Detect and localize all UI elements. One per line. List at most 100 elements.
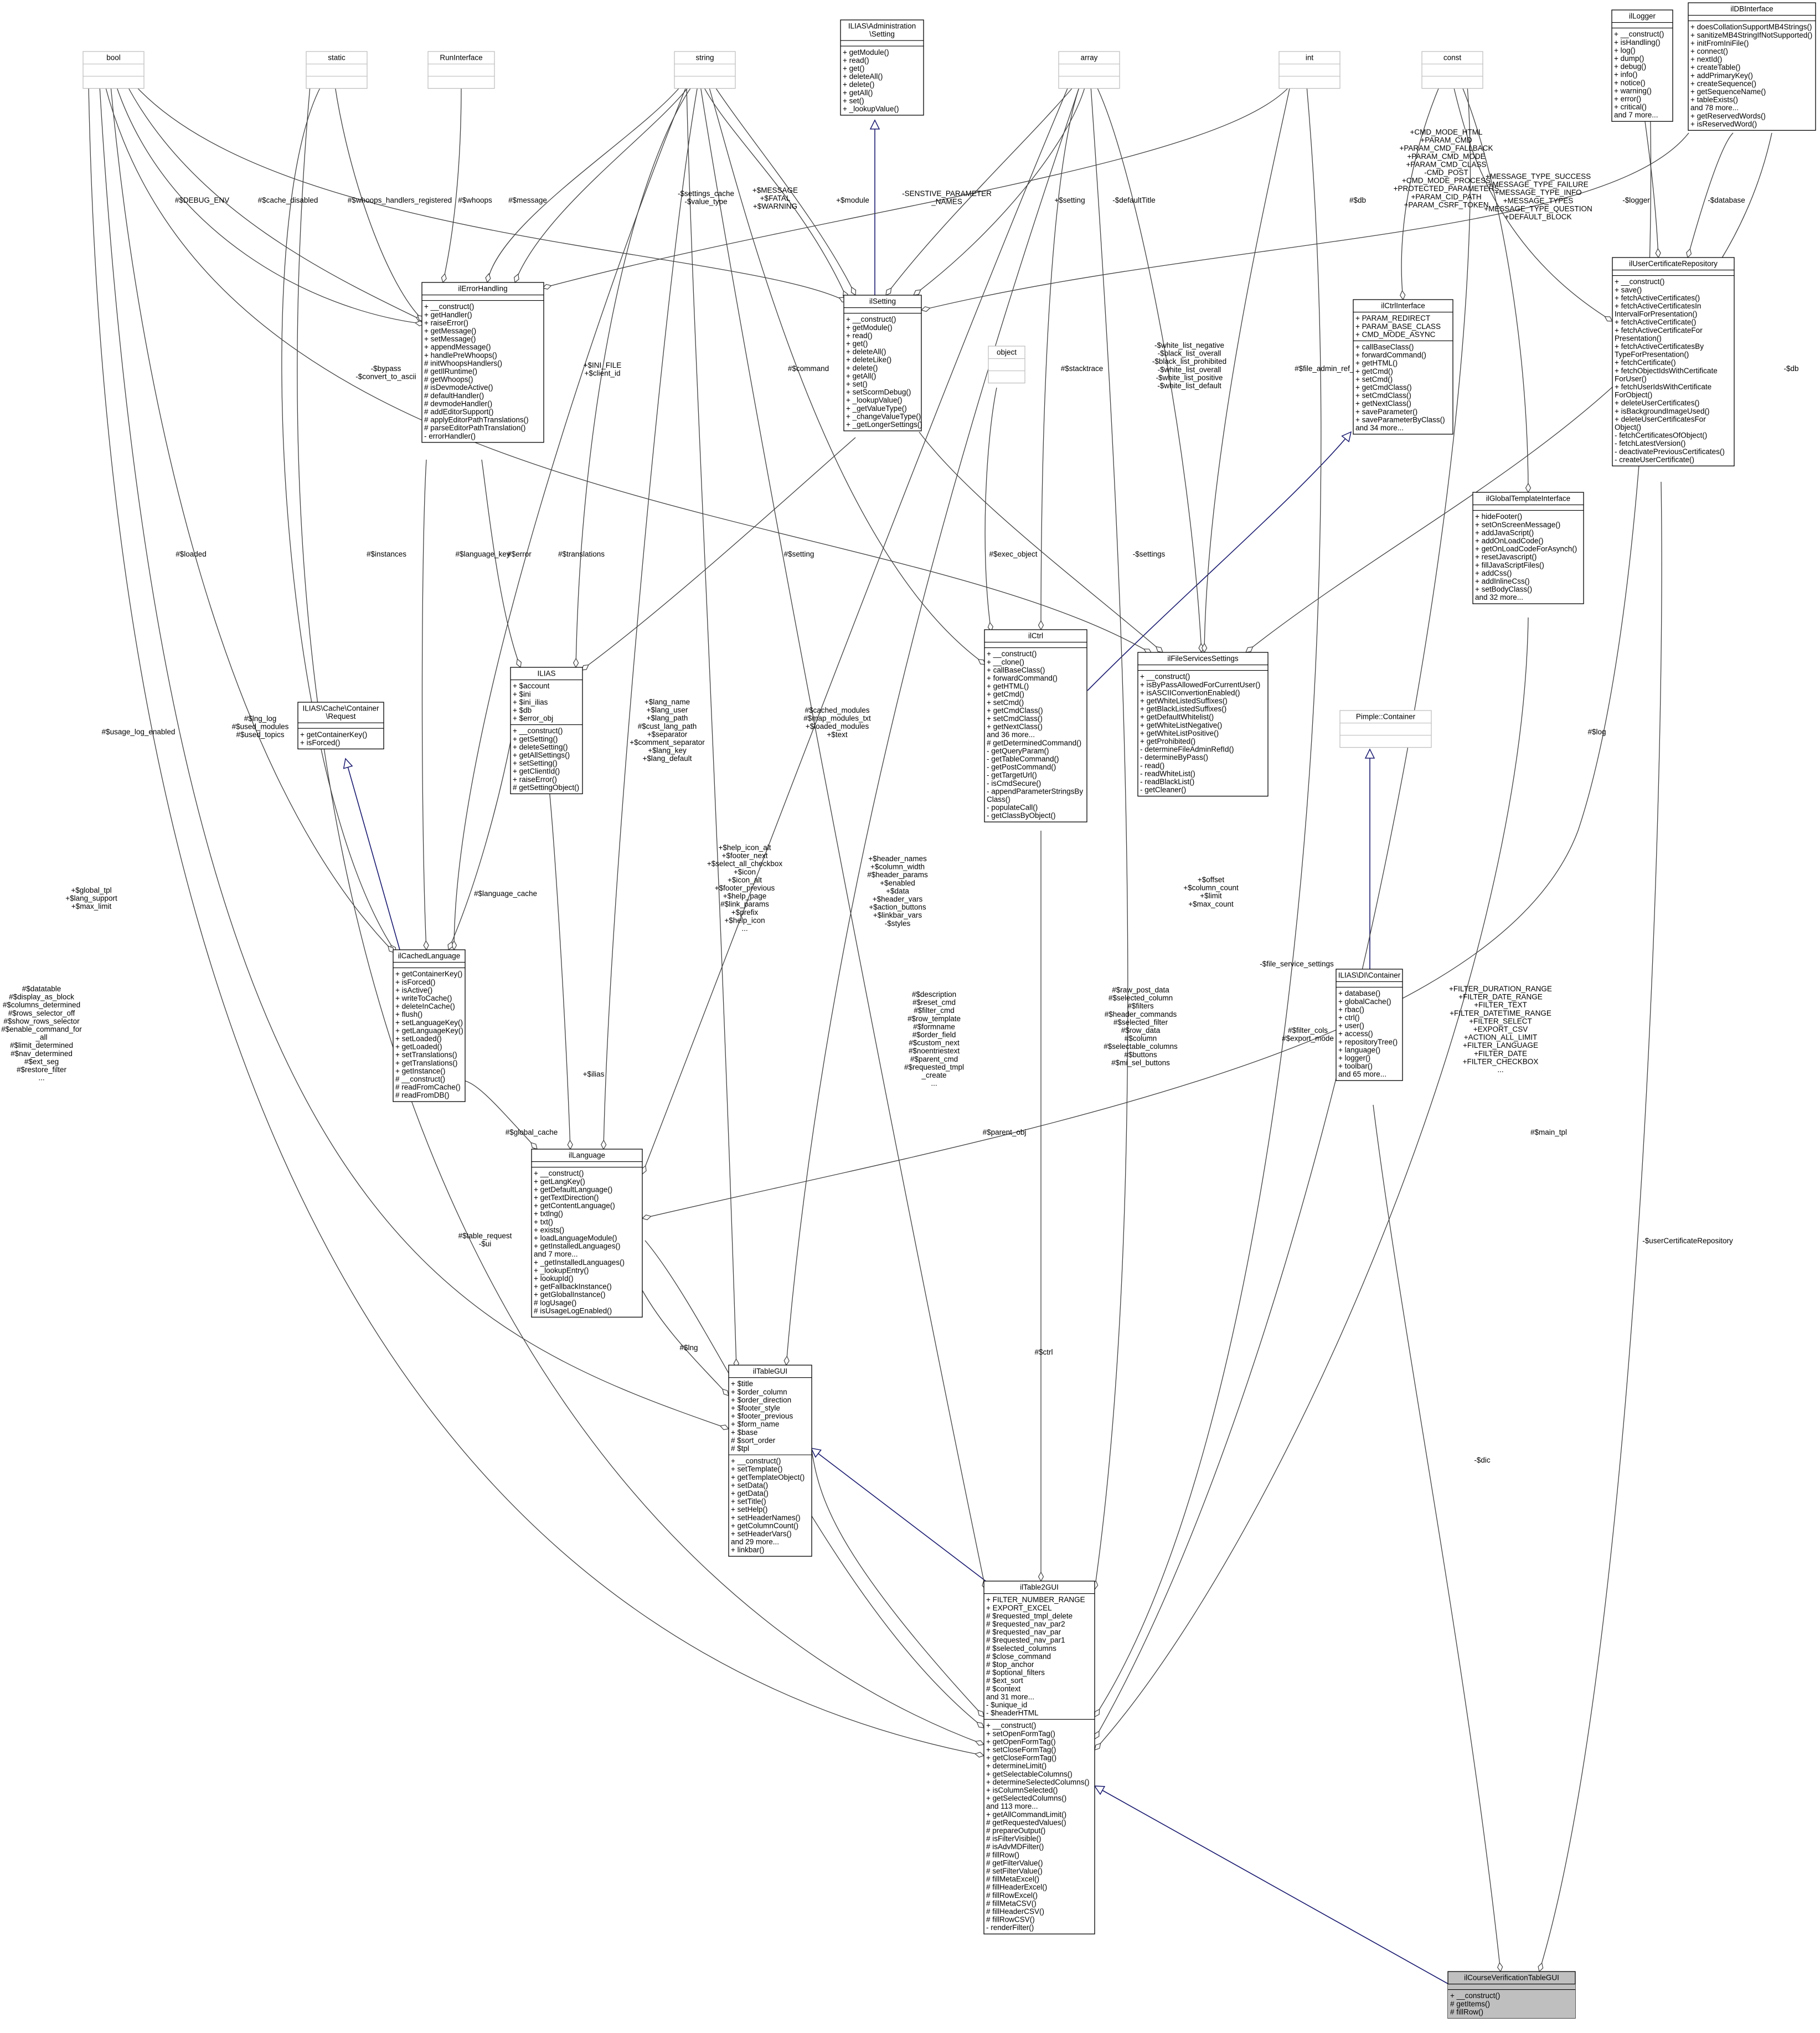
class-method: + getLoaded() xyxy=(395,1043,442,1051)
class-attribute: + $order_direction xyxy=(731,1396,791,1404)
aggregation-diamond xyxy=(722,1388,729,1396)
edge-label-line: +$ilias xyxy=(583,1070,605,1078)
class-node-ilFileServicesSettings: ilFileServicesSettings+ __construct()+ i… xyxy=(1137,652,1269,797)
class-box xyxy=(1611,9,1673,122)
association-edge-ilTable2GUI-array xyxy=(1090,85,1128,1590)
class-method: + saveParameter() xyxy=(1355,408,1417,416)
class-method: + determineLimit() xyxy=(986,1762,1046,1770)
edge-label-line: +$INI_FILE xyxy=(584,361,622,369)
edge-label-lbl-language-key: #$language_key xyxy=(455,550,510,558)
aggregation-diamond xyxy=(987,621,994,632)
class-attribute: and 31 more... xyxy=(986,1692,1034,1701)
edge-label-lbl-cache-disabled: #$cache_disabled xyxy=(258,196,318,204)
class-method: + getModule() xyxy=(846,323,893,332)
class-box xyxy=(1058,51,1120,89)
class-box xyxy=(1421,51,1483,89)
class-attribute: + $form_name xyxy=(731,1420,779,1428)
edge-label-lbl-settings-cache: -$settings_cache-$value_type xyxy=(678,189,734,206)
class-box xyxy=(1137,652,1269,797)
edge-label-line: -$database xyxy=(1708,196,1745,204)
class-name: ilCourseVerificationTableGUI xyxy=(1464,1974,1559,1982)
class-method: + rbac() xyxy=(1338,1005,1364,1013)
class-method: - readWhiteList() xyxy=(1140,769,1195,778)
class-method: - fetchCertificatesOfObject() xyxy=(1615,431,1707,440)
class-method: + fetchCertificate() xyxy=(1615,358,1676,367)
class-name: object xyxy=(997,348,1017,357)
class-node-string: string xyxy=(674,51,736,89)
edge-label-line: +FILTER_DATE_RANGE xyxy=(1458,993,1542,1001)
class-method: # fillMetaExcel() xyxy=(986,1875,1039,1883)
edge-label-line: +$global_tpl xyxy=(71,886,111,894)
edge-label-line: +$column_count xyxy=(1183,884,1239,892)
class-method: ForUser() xyxy=(1615,374,1647,383)
class-method: + getInstance() xyxy=(395,1067,445,1075)
class-name: ilTableGUI xyxy=(753,1367,787,1376)
edge-label-line: #$loaded xyxy=(176,550,207,558)
edge-label-lbl-filter-cols: #$filter_cols#$export_mode xyxy=(1282,1026,1334,1043)
edge-label-lbl-setting-mid: #$setting xyxy=(784,550,814,558)
inheritance-arrowhead xyxy=(1094,1785,1106,1795)
class-method: # isFilterVisible() xyxy=(986,1835,1042,1843)
class-method: + __construct() xyxy=(1614,30,1664,38)
class-name: ilUserCertificateRepository xyxy=(1629,260,1718,268)
inheritance-arrowhead xyxy=(869,119,880,130)
class-box xyxy=(393,949,466,1102)
edge-label-line: -$convert_to_ascii xyxy=(355,373,416,381)
class-method: + getLangKey() xyxy=(534,1177,585,1186)
edge-label-line: +$data xyxy=(886,887,909,895)
edge-label-line: +$linkbar_vars xyxy=(873,911,922,919)
edge-label-line: +EXPORT_CSV xyxy=(1473,1025,1528,1033)
class-attribute: + $error_obj xyxy=(513,714,553,723)
class-method: + getColumnCount() xyxy=(731,1521,798,1530)
class-method: # getFilterValue() xyxy=(986,1859,1043,1867)
class-method: + writeToCache() xyxy=(395,994,452,1002)
class-method: and 7 more... xyxy=(534,1250,578,1258)
edge-label-line: _create xyxy=(921,1071,946,1079)
association-edge-ilCachedLanguage-string xyxy=(453,85,687,950)
edge-label-line: ... xyxy=(38,1074,44,1082)
class-method: + setTemplate() xyxy=(731,1465,782,1473)
class-method: + getAllSettings() xyxy=(513,751,570,759)
edge-label-line: +$loaded_modules xyxy=(806,722,869,730)
class-attribute: # $requested_nav_par2 xyxy=(986,1620,1065,1628)
class-method: + setHeaderNames() xyxy=(731,1514,801,1522)
class-method: + __construct() xyxy=(987,650,1037,658)
edge-label-line: #$ctrl xyxy=(1034,1348,1053,1356)
edge-label-line: #$DEBUG_ENV xyxy=(175,196,229,204)
edge-label-line: -$black_list_prohibited xyxy=(1152,357,1226,366)
association-edge-ilFileServicesSettings-bool xyxy=(105,85,1152,654)
edge-label-lbl-command: #$command xyxy=(788,364,829,373)
inheritance-arrowhead xyxy=(343,758,353,769)
class-method: + user() xyxy=(1338,1022,1364,1030)
class-method: + save() xyxy=(1615,286,1642,294)
edge-label-line: +FILTER_DATE xyxy=(1474,1049,1527,1058)
edge-label-line: +PARAM_CMD_MODE xyxy=(1407,152,1485,161)
class-method: + ctrl() xyxy=(1338,1013,1360,1022)
association-edge-ilErrorHandling-static xyxy=(334,85,425,322)
class-method: - getClassByObject() xyxy=(987,811,1056,820)
inheritance-arrowhead xyxy=(1341,431,1352,442)
edge-label-line: #$link_params xyxy=(720,900,769,908)
edge-label-lbl-bypass: -$bypass-$convert_to_ascii xyxy=(355,364,416,381)
edge-label-line: #$order_field xyxy=(912,1031,956,1039)
edge-label-lbl-header-names: +$header_names+$column_width#$header_par… xyxy=(867,855,928,928)
class-method: + addOnLoadCode() xyxy=(1475,537,1543,545)
class-method: # fillRowCSV() xyxy=(986,1916,1035,1924)
class-method: + set() xyxy=(846,380,868,388)
class-method: + raiseError() xyxy=(424,318,468,327)
class-attribute: # $requested_nav_par xyxy=(986,1628,1061,1636)
class-method: + isASCIIConvertionEnabled() xyxy=(1140,688,1240,697)
class-node-ilLogger: ilLogger+ __construct()+ isHandling()+ l… xyxy=(1611,9,1673,122)
edge-label-lbl-msg-types: +MESSAGE_TYPE_SUCCESS+MESSAGE_TYPE_FAILU… xyxy=(1484,172,1592,221)
class-method: + fetchUserIdsWithCertificate xyxy=(1615,383,1711,391)
edge-label-line: ... xyxy=(1497,1066,1503,1074)
association-edge-ilCourseVerificationTableGUI-ilUserCertificateRepository xyxy=(1539,481,1662,1972)
inheritance-edge-ilTable2GUI-ilTableGUI xyxy=(811,1448,997,1590)
edge-label-line: -$defaultTitle xyxy=(1112,196,1156,204)
edge-label-lbl-stacktrace: #$stacktrace xyxy=(1061,364,1104,373)
edge-label-lbl-ctrl: #$ctrl xyxy=(1034,1348,1053,1356)
class-method: + setTitle() xyxy=(731,1497,766,1506)
edge-label-line: #$whoops xyxy=(458,196,492,204)
edge-label-line: +$offset xyxy=(1198,876,1224,884)
class-name: ilLanguage xyxy=(569,1151,605,1160)
